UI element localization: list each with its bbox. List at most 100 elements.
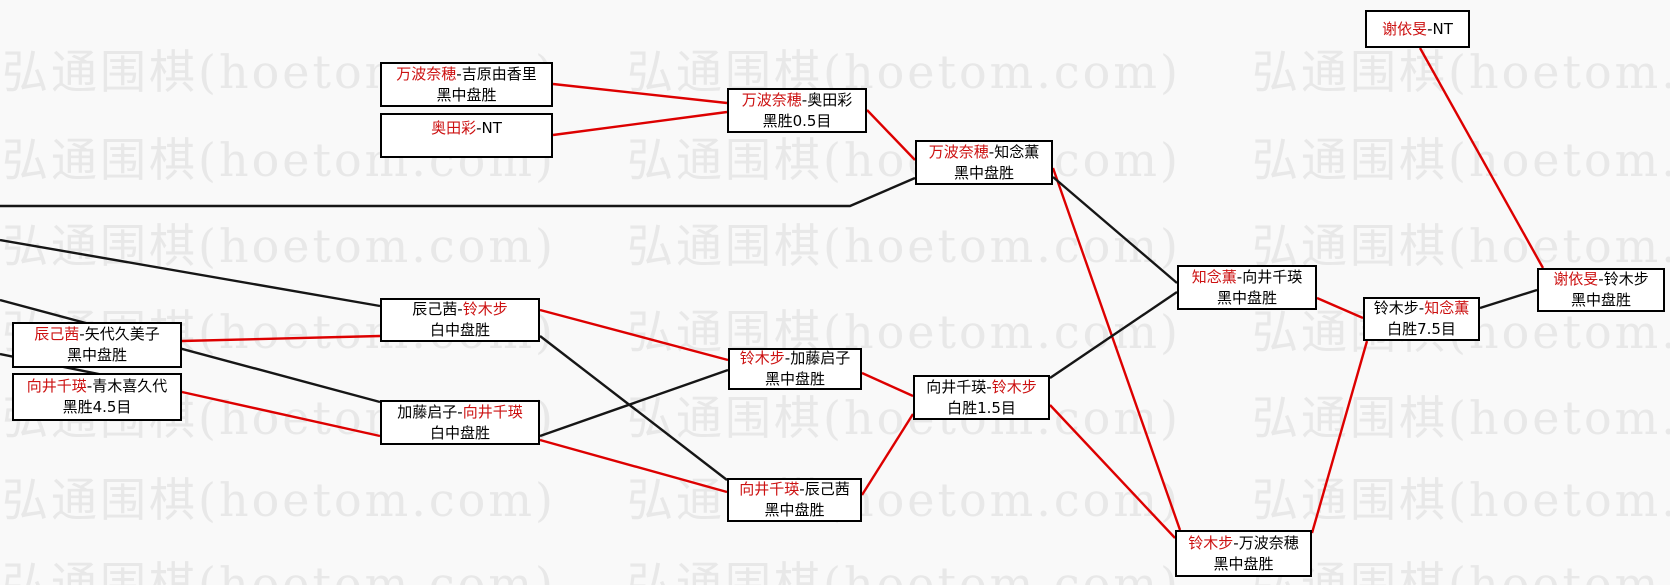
match-box-zhinian-xiangjing: 知念薫-向井千瑛黑中盘胜 [1177, 265, 1317, 310]
match-pairing: 万波奈穂-奥田彩 [742, 90, 852, 111]
watermark-text: 弘通围棋(hoetom.com) [1252, 391, 1670, 445]
pairing-separator: - [1598, 270, 1604, 288]
watermark-text: 弘通围棋(hoetom.com) [627, 305, 1181, 359]
match-result: 白中盘胜 [429, 423, 490, 442]
match-box-xiangjing-qingmu: 向井千瑛-青木喜久代黑胜4.5目 [12, 373, 182, 421]
player-name: 知念薫 [994, 142, 1040, 161]
watermark-text: 弘通围棋(hoetom.com) [627, 45, 1181, 99]
match-box-wanbo-jiyuan: 万波奈穂-吉原由香里黑中盘胜 [380, 62, 553, 107]
pairing-separator: - [801, 90, 808, 109]
player-name: 辰己茜 [804, 480, 850, 498]
connector-line-offscreen-left--jiateng-xiangjing [0, 298, 381, 404]
match-box-lingmu-wanbo: 铃木步-万波奈穂黑中盘胜 [1175, 530, 1312, 577]
match-pairing: 谢依旻-NT [1382, 19, 1453, 40]
connector-line-chenji-lingmu--xiangjing-chenji [539, 335, 728, 481]
match-pairing: 铃木步-加藤启子 [740, 348, 850, 369]
connector-line-lingmu-jiateng--xiangjing-lingmu [861, 371, 914, 398]
match-box-chenji-shidai: 辰己茜-矢代久美子黑中盘胜 [12, 322, 182, 368]
pairing-separator: - [1233, 533, 1239, 552]
connector-line-xiangjing-lingmu--lingmu-wanbo [1049, 404, 1176, 539]
match-result: 黑中盘胜 [953, 163, 1014, 182]
watermark-text: 弘通围棋(hoetom.com) [1252, 219, 1670, 273]
match-box-aotiancai-nt: 奥田彩-NT [380, 113, 553, 158]
match-pairing: 铃木步-知念薫 [1374, 298, 1469, 319]
connector-line-wanbo-aotiancai--wanbo-zhinian [866, 109, 916, 161]
player-name: 向井千瑛 [462, 402, 523, 421]
match-result: 白中盘胜 [429, 321, 490, 339]
match-result: 黑中盘胜 [1570, 291, 1631, 309]
player-name: 谢依旻 [1553, 270, 1599, 288]
player-name: NT [481, 119, 502, 137]
connector-line-lingmu-wanbo--lingmu-zhinian [1310, 340, 1369, 534]
match-result: 黑中盘胜 [1213, 554, 1274, 573]
pairing-separator: - [986, 377, 992, 396]
match-pairing: 向井千瑛-青木喜久代 [27, 376, 167, 397]
match-result: 黑中盘胜 [1216, 288, 1277, 307]
connector-line-jiateng-xiangjing--xiangjing-chenji [539, 438, 728, 494]
match-result: 黑中盘胜 [66, 346, 127, 364]
match-pairing: 知念薫-向井千瑛 [1192, 267, 1302, 288]
watermark-text: 弘通围棋(hoetom.com) [1252, 557, 1670, 585]
player-name: 奥田彩 [807, 90, 853, 109]
match-box-xiangjing-lingmu: 向井千瑛-铃木步白胜1.5目 [913, 375, 1050, 420]
match-box-jiateng-xiangjing: 加藤启子-向井千瑛白中盘胜 [380, 400, 540, 445]
connector-line-chenji-shidai--chenji-lingmu [181, 334, 381, 343]
connector-line-offscreen-left--chenji-lingmu [0, 238, 381, 308]
match-pairing: 向井千瑛-辰己茜 [739, 479, 849, 500]
connector-line-xiangjing-lingmu--zhinian-xiangjing [1049, 291, 1178, 379]
player-name: 万波奈穂 [928, 142, 989, 161]
match-box-lingmu-zhinian: 铃木步-知念薫白胜7.5目 [1363, 297, 1480, 341]
player-name: 向井千瑛 [1242, 267, 1303, 286]
player-name: 向井千瑛 [739, 480, 800, 498]
match-box-lingmu-jiateng: 铃木步-加藤启子黑中盘胜 [728, 348, 862, 390]
player-name: 铃木步 [462, 300, 508, 318]
watermark-text: 弘通围棋(hoetom.com) [2, 473, 556, 527]
match-result: 白胜7.5目 [1387, 320, 1456, 338]
player-name: 知念薫 [1191, 267, 1237, 286]
player-name: 向井千瑛 [26, 377, 87, 395]
match-pairing: 奥田彩-NT [431, 118, 502, 139]
player-name: 铃木步 [1603, 270, 1649, 288]
connector-line-wanbo-zhinian--zhinian-xiangjing [1052, 176, 1178, 284]
pairing-separator: - [476, 119, 482, 137]
match-pairing: 万波奈穂-吉原由香里 [396, 64, 536, 85]
pairing-separator: - [456, 64, 462, 83]
match-box-xieyimin-lingmu: 谢依旻-铃木步黑中盘胜 [1537, 268, 1665, 312]
player-name: 青木喜久代 [92, 377, 168, 395]
player-name: 辰己茜 [34, 325, 80, 343]
player-name: 谢依旻 [1382, 19, 1428, 38]
watermark-text: 弘通围棋(hoetom.com) [627, 473, 1181, 527]
pairing-separator: - [79, 325, 85, 343]
connector-line-lingmu-zhinian--xieyimin-lingmu [1479, 288, 1538, 310]
match-result: 黑中盘胜 [764, 501, 825, 519]
match-result: 黑中盘胜 [436, 85, 497, 104]
player-name: 铃木步 [1373, 299, 1419, 317]
watermark-text: 弘通围棋(hoetom.com) [627, 557, 1181, 585]
player-name: 奥田彩 [431, 119, 477, 137]
match-box-wanbo-aotiancai: 万波奈穂-奥田彩黑胜0.5目 [727, 88, 867, 133]
connector-line-chenji-lingmu--lingmu-jiateng [539, 308, 729, 362]
watermark-text: 弘通围棋(hoetom.com) [627, 391, 1181, 445]
connector-line-xiangjing-qingmu--jiateng-xiangjing [181, 390, 381, 438]
player-name: 知念薫 [1424, 299, 1470, 317]
player-name: 加藤启子 [397, 402, 458, 421]
match-result: 白胜1.5目 [947, 398, 1016, 417]
pairing-separator: - [1236, 267, 1243, 286]
connector-line-xiangjing-chenji--xiangjing-lingmu [860, 413, 915, 496]
match-result: 黑胜0.5目 [762, 111, 832, 130]
pairing-separator: - [86, 377, 93, 395]
match-pairing: 辰己茜-铃木步 [412, 299, 507, 320]
match-box-xieyimin-nt: 谢依旻-NT [1365, 10, 1470, 48]
match-pairing: 加藤启子-向井千瑛 [397, 402, 522, 423]
pairing-separator: - [457, 402, 463, 421]
match-pairing: 万波奈穂-知念薫 [929, 142, 1039, 163]
player-name: 向井千瑛 [926, 377, 987, 396]
watermark-text: 弘通围棋(hoetom.com) [1252, 45, 1670, 99]
match-box-chenji-lingmu: 辰己茜-铃木步白中盘胜 [380, 298, 540, 342]
match-box-wanbo-zhinian: 万波奈穂-知念薫黑中盘胜 [915, 140, 1053, 185]
watermark-text: 弘通围棋(hoetom.com) [2, 557, 556, 585]
connector-line-offscreen-left--wanbo-zhinian [0, 176, 916, 208]
player-name: 铃木步 [1188, 533, 1234, 552]
